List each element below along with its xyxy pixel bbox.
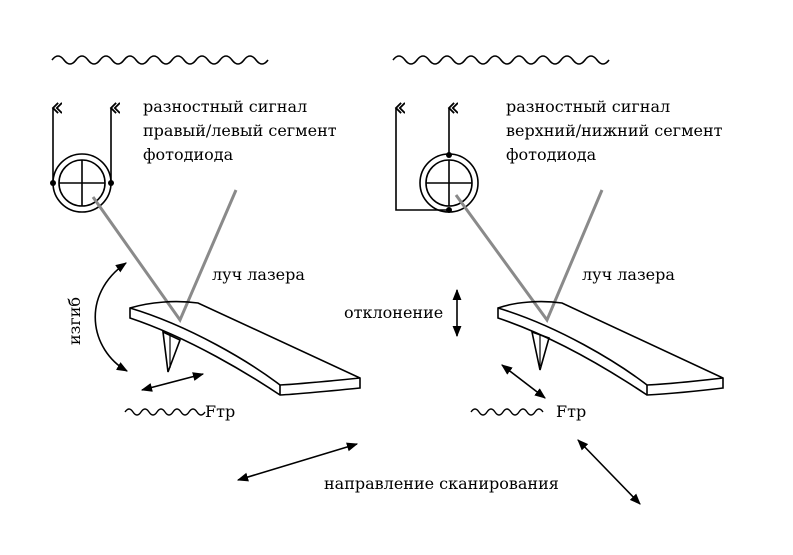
right-laser-label: луч лазера [582,265,675,284]
right-signal-label-line2: верхний/нижний сегмент [506,121,723,140]
right-signal-label-line3: фотодиода [506,145,597,164]
right-signal-label-line1: разностный сигнал [506,97,670,116]
left-bend-label: изгиб [65,297,84,345]
scan-arrow-left [236,442,359,482]
left-laser-beam [91,189,238,324]
left-cantilever [129,300,361,396]
right-laser-beam [454,189,604,324]
left-friction-label: Fтр [205,402,235,421]
right-signal-wire-bottom [396,108,449,211]
scan-direction: направление сканирования [236,439,641,505]
right-friction-label: Fтр [556,402,586,421]
right-panel: разностный сигнал верхний/нижний сегмент… [344,55,724,421]
left-panel: разностный сигнал правый/левый сегмент ф… [50,55,361,421]
left-signal-label-line2: правый/левый сегмент [143,121,337,140]
scan-direction-label: направление сканирования [324,474,559,493]
right-cantilever [497,300,724,396]
right-signal-wave [392,55,610,65]
left-friction-wave [124,408,206,416]
left-signal-wave [51,55,269,65]
left-probe-tip [162,330,182,373]
left-friction-arrow [140,372,205,392]
right-deflection-label: отклонение [344,303,443,322]
left-signal-label-line1: разностный сигнал [143,97,307,116]
left-signal-label-line3: фотодиода [143,145,234,164]
right-friction-wave [470,408,544,416]
right-photodiode [419,152,479,213]
left-laser-label: луч лазера [212,265,305,284]
left-photodiode [50,153,114,213]
left-bend-arrow [94,262,128,372]
right-friction-arrow [501,364,546,399]
scan-arrow-right [577,439,641,505]
